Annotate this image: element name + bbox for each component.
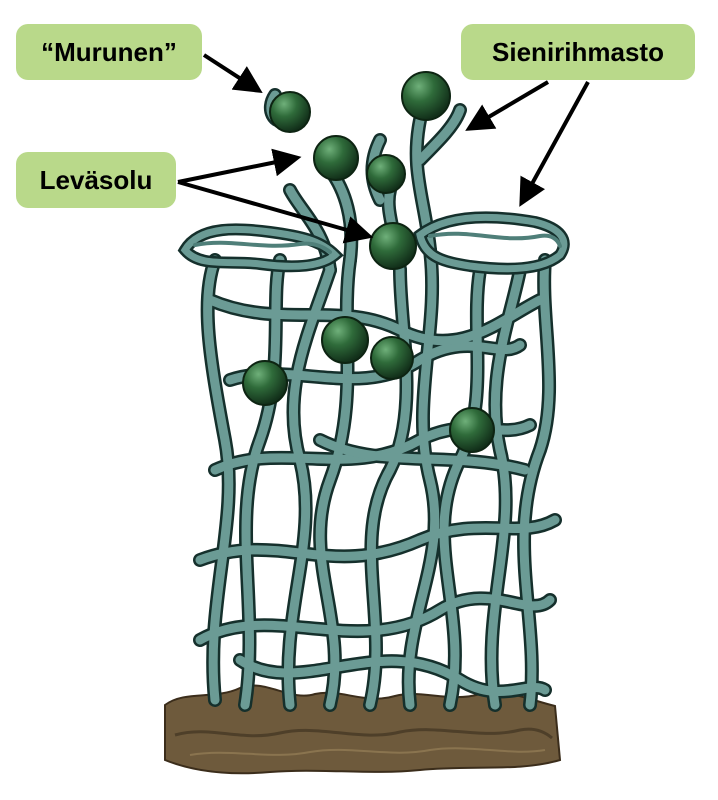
upper-cortex — [177, 211, 570, 275]
label-levasolu: Leväsolu — [16, 152, 176, 208]
label-sienirihmasto: Sienirihmasto — [461, 24, 695, 80]
algae-cell — [269, 91, 311, 133]
arrow-sieni-2 — [519, 81, 590, 207]
algae-cell — [370, 336, 414, 380]
algae-cells — [242, 71, 495, 453]
arrow-levasolu-1 — [177, 148, 302, 184]
algae-cell — [366, 154, 406, 194]
algae-cell — [449, 407, 495, 453]
arrow-murunen — [202, 53, 263, 94]
algae-cell — [321, 316, 369, 364]
algae-cell — [242, 360, 288, 406]
pointer-arrows — [177, 53, 590, 244]
algae-cell — [313, 135, 359, 181]
algae-cell — [369, 222, 417, 270]
arrow-sieni-1 — [465, 80, 550, 131]
algae-cell — [401, 71, 451, 121]
arrow-levasolu-2 — [177, 180, 374, 244]
label-murunen: “Murunen” — [16, 24, 202, 80]
